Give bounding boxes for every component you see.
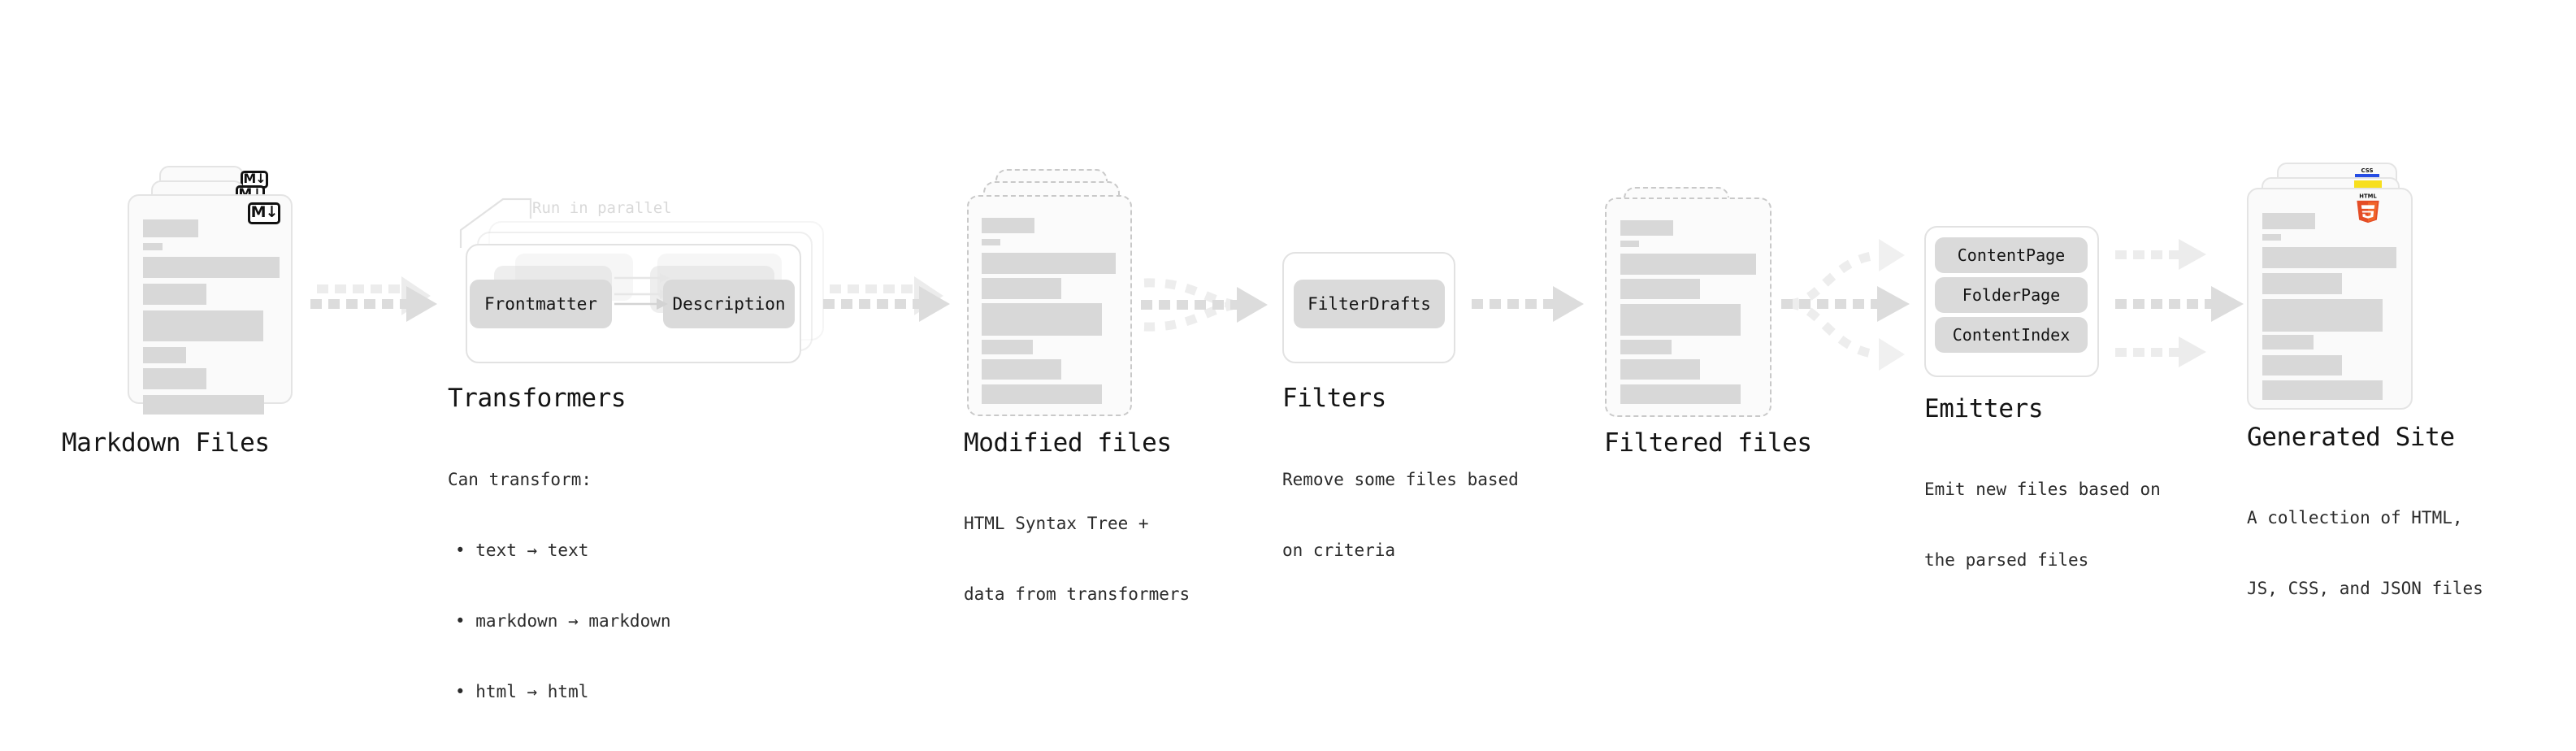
doc-line <box>982 239 1000 245</box>
doc-line <box>143 310 263 341</box>
doc-line <box>1620 241 1639 247</box>
css-icon-underline <box>2355 174 2379 177</box>
transformers-subtitle: Can transform: • text → text • markdown … <box>448 421 671 751</box>
doc-line <box>2262 355 2342 376</box>
chip-description-label: Description <box>672 294 786 314</box>
transformer-connector-main <box>614 298 668 310</box>
chip-filter-drafts[interactable]: FilterDrafts <box>1294 280 1445 328</box>
modified-files-subtitle: HTML Syntax Tree + data from transformer… <box>964 465 1190 653</box>
markdown-files-title: Markdown Files <box>62 428 270 458</box>
markdown-badge-label: M↓ <box>250 203 279 221</box>
doc-line <box>982 253 1116 274</box>
doc-line <box>982 384 1102 404</box>
doc-line <box>143 347 186 363</box>
transformers-sub-1: • text → text <box>455 540 589 560</box>
doc-line <box>143 284 206 305</box>
modified-files-sub-1: HTML Syntax Tree + <box>964 514 1149 533</box>
markdown-icon: M↓ <box>248 202 280 224</box>
chip-filter-drafts-label: FilterDrafts <box>1308 294 1431 314</box>
doc-line <box>143 243 163 250</box>
chip-frontmatter-label: Frontmatter <box>484 294 598 314</box>
doc-line <box>982 340 1033 354</box>
doc-line <box>1620 279 1700 299</box>
emitters-subtitle: Emit new files based on the parsed files <box>1924 431 2161 619</box>
emitters-sub-1: Emit new files based on <box>1924 480 2161 499</box>
filters-sub-2: on criteria <box>1282 540 1396 560</box>
filtered-files-title: Filtered files <box>1604 428 1812 458</box>
doc-line <box>1620 384 1741 404</box>
chip-folder-page[interactable]: FolderPage <box>1935 277 2088 313</box>
css-icon-label: CSS <box>2361 167 2374 174</box>
modified-files-title: Modified files <box>964 428 1172 458</box>
transformers-sub-3: • html → html <box>455 682 589 701</box>
markdown-badge-label-back-2: M↓ <box>243 171 266 186</box>
emitters-title: Emitters <box>1924 394 2044 423</box>
chip-description[interactable]: Description <box>663 280 795 328</box>
emitters-sub-2: the parsed files <box>1924 550 2089 570</box>
transformers-title: Transformers <box>448 384 627 413</box>
doc-line <box>1620 359 1700 380</box>
doc-line <box>2262 380 2383 400</box>
arrow-transformers-to-modified <box>823 276 953 343</box>
doc-line <box>1620 254 1756 275</box>
generated-site-sub-2: JS, CSS, and JSON files <box>2247 579 2483 598</box>
doc-line <box>143 395 264 415</box>
doc-line <box>143 368 206 389</box>
css-icon: CSS <box>2355 167 2379 177</box>
doc-line <box>982 218 1034 233</box>
doc-line <box>143 219 198 237</box>
run-in-parallel-label: Run in parallel <box>532 199 672 217</box>
pipeline-diagram: M↓ M↓ M↓ Markdown Files <box>62 163 2483 701</box>
generated-site-title: Generated Site <box>2247 423 2455 452</box>
modified-files-sub-2: data from transformers <box>964 584 1190 604</box>
doc-line <box>2262 213 2315 229</box>
markdown-icon-back-2: M↓ <box>241 171 268 189</box>
filters-title: Filters <box>1282 384 1386 413</box>
chip-content-index-label: ContentIndex <box>1952 325 2071 345</box>
doc-line <box>2262 234 2281 241</box>
doc-line <box>982 303 1102 336</box>
chip-content-index[interactable]: ContentIndex <box>1935 317 2088 353</box>
doc-line <box>1620 304 1741 336</box>
doc-line <box>2262 273 2342 294</box>
doc-line <box>982 278 1061 299</box>
arrow-filtered-to-emitters <box>1781 229 1928 376</box>
doc-line <box>2262 299 2383 332</box>
filters-subtitle: Remove some files based on criteria <box>1282 421 1519 610</box>
arrow-modified-to-filters <box>1141 268 1279 358</box>
arrow-filters-to-filtered <box>1472 286 1602 343</box>
html5-icon: HTML <box>2357 193 2379 224</box>
arrow-markdown-to-transformers <box>310 276 440 343</box>
chip-folder-page-label: FolderPage <box>1962 285 2061 305</box>
doc-line <box>2262 247 2396 268</box>
svg-text:HTML: HTML <box>2359 193 2377 199</box>
chip-frontmatter[interactable]: Frontmatter <box>470 280 612 328</box>
chip-content-page-label: ContentPage <box>1957 245 2066 265</box>
doc-line <box>982 359 1061 380</box>
arrow-emitters-to-site <box>2115 229 2262 376</box>
filters-sub-1: Remove some files based <box>1282 470 1519 489</box>
doc-line <box>1620 220 1673 236</box>
doc-line <box>143 257 280 278</box>
doc-line <box>2262 335 2314 349</box>
generated-site-sub-1: A collection of HTML, <box>2247 508 2463 527</box>
generated-site-subtitle: A collection of HTML, JS, CSS, and JSON … <box>2247 459 2483 648</box>
chip-content-page[interactable]: ContentPage <box>1935 237 2088 273</box>
transformers-sub-2: • markdown → markdown <box>455 611 671 631</box>
transformers-sub-head: Can transform: <box>448 470 592 489</box>
run-in-parallel-bracket <box>459 198 532 248</box>
doc-line <box>1620 340 1672 354</box>
